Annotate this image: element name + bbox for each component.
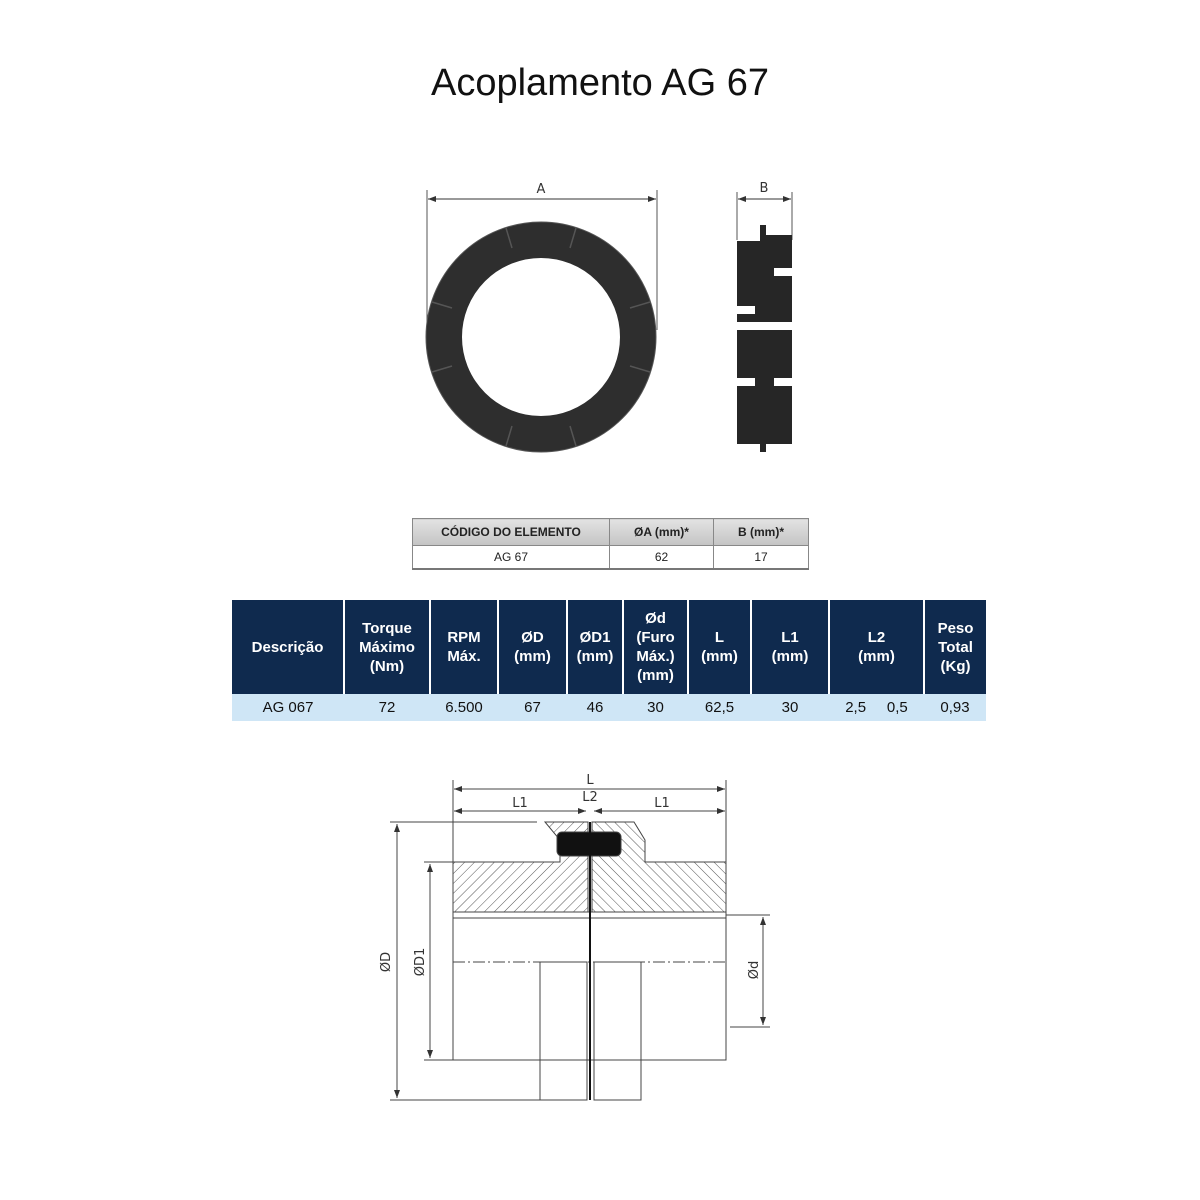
column-header-line: (Furo xyxy=(636,629,675,646)
column-header-line: (mm) xyxy=(771,648,809,665)
column-header-line: (mm) xyxy=(637,667,674,684)
table-cell: 30 xyxy=(751,694,829,721)
column-header-line: L2 xyxy=(867,629,886,646)
page-title: Acoplamento AG 67 xyxy=(431,62,769,104)
column-header-line: Total xyxy=(938,638,973,656)
column-header: CÓDIGO DO ELEMENTO xyxy=(412,518,610,546)
column-header-line: L xyxy=(714,629,725,646)
column-header-line: Torque xyxy=(362,619,412,637)
coupling-section-drawing: L L1 L2 L1 ØD ØD1 Ød xyxy=(379,773,770,1101)
table-cell: 6.500 xyxy=(430,694,498,721)
dimension-l2-label: L2 xyxy=(582,790,598,805)
dimension-a-label: A xyxy=(537,182,546,197)
table-cell: 62 xyxy=(609,545,714,568)
column-header-line: (mm) xyxy=(858,648,895,665)
column-header: L2 (mm) xyxy=(828,600,924,694)
column-header-line: Ød xyxy=(645,610,666,627)
column-header: Descrição xyxy=(232,600,344,694)
table-cell: 2,5 0,5 xyxy=(829,694,924,721)
table-cell: 72 xyxy=(344,694,430,721)
column-header-line: (Kg) xyxy=(940,657,971,675)
table-cell: AG 067 xyxy=(232,694,344,721)
column-header: B (mm)* xyxy=(713,518,809,546)
column-header-line: ØD1 xyxy=(579,629,611,646)
column-header-line: (mm) xyxy=(576,648,614,665)
dimension-d1-label: ØD1 xyxy=(413,948,428,977)
column-header: ØA (mm)* xyxy=(609,518,714,546)
column-header-line: (mm) xyxy=(701,648,738,665)
ring-side-view: B xyxy=(736,181,793,452)
ring-front-view: A xyxy=(425,182,658,453)
dimension-l1-left-label: L1 xyxy=(512,796,528,811)
column-header-line: (mm) xyxy=(514,648,551,665)
column-header-line: Peso xyxy=(937,619,974,637)
column-header-line: Máximo xyxy=(359,638,415,656)
dimension-d-label: ØD xyxy=(379,952,394,972)
column-header: ØD1 (mm) xyxy=(566,600,623,694)
dimension-bore-label: Ød xyxy=(747,961,762,979)
element-table: CÓDIGO DO ELEMENTO ØA (mm)* B (mm)* AG 6… xyxy=(412,518,809,568)
column-header-line: (Nm) xyxy=(369,657,405,675)
table-cell: 0,93 xyxy=(924,694,986,721)
column-header-line: RPM xyxy=(447,629,481,646)
table-cell: 62,5 xyxy=(688,694,751,721)
table-cell: 30 xyxy=(623,694,688,721)
column-header-line: ØD xyxy=(521,629,544,646)
dimension-l1-right-label: L1 xyxy=(654,796,670,811)
column-header: ØD (mm) xyxy=(497,600,567,694)
table-row: AG 67 62 17 xyxy=(412,545,809,568)
column-header: RPM Máx. xyxy=(429,600,498,694)
table-cell: 67 xyxy=(498,694,567,721)
column-header-line: Máx. xyxy=(447,648,481,665)
column-header-line: Descrição xyxy=(251,638,324,656)
dimension-l-label: L xyxy=(586,773,594,788)
column-header: L (mm) xyxy=(687,600,751,694)
column-header-line: L1 xyxy=(781,629,799,646)
dimension-b-label: B xyxy=(760,181,769,196)
table-cell: AG 67 xyxy=(412,545,610,568)
column-header-line: Máx.) xyxy=(636,648,675,665)
table-cell: 46 xyxy=(567,694,623,721)
table-cell: 17 xyxy=(713,545,809,568)
column-header: L1 (mm) xyxy=(750,600,829,694)
